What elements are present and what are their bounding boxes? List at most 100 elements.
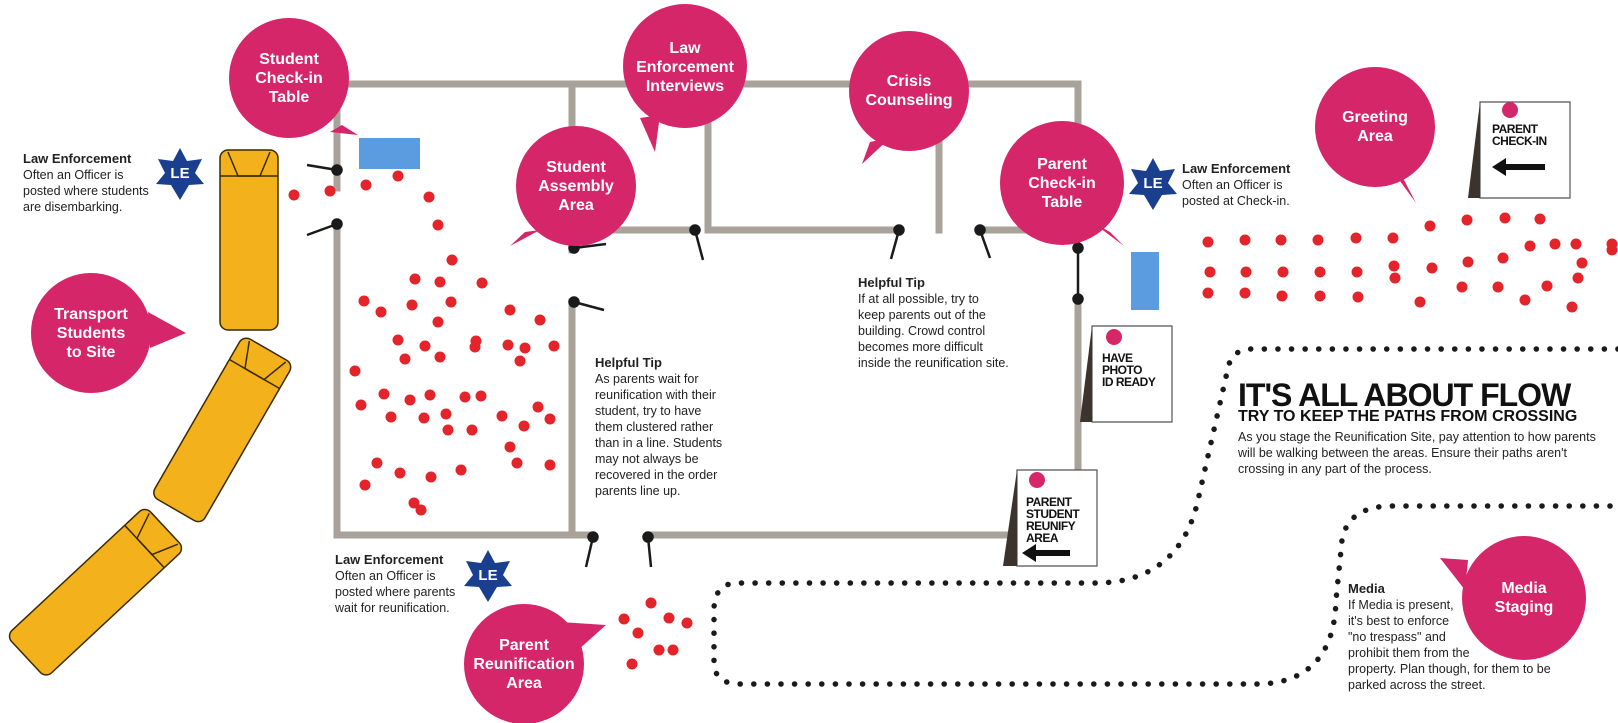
person-dot bbox=[1240, 266, 1252, 278]
bubble-law-enforcement-interviews: Law Enforcement Interviews bbox=[636, 39, 734, 95]
person-dot bbox=[1387, 232, 1399, 244]
person-dot bbox=[418, 412, 430, 424]
person-dot bbox=[406, 299, 418, 311]
person-dot bbox=[424, 389, 436, 401]
person-dot bbox=[288, 189, 300, 201]
person-dot bbox=[409, 273, 421, 285]
person-dot bbox=[514, 355, 526, 367]
person-dot bbox=[455, 464, 467, 476]
person-dot bbox=[518, 420, 530, 432]
person-dot bbox=[445, 296, 457, 308]
person-dot bbox=[419, 340, 431, 352]
person-dot bbox=[360, 179, 372, 191]
note-law-enforcement-bus: Law Enforcement Often an Officer is post… bbox=[23, 151, 173, 215]
person-dot bbox=[476, 277, 488, 289]
bubble-circle-parent-checkin bbox=[1000, 121, 1124, 245]
person-dot bbox=[459, 391, 471, 403]
person-dot bbox=[392, 334, 404, 346]
person-dot bbox=[1277, 266, 1289, 278]
doors bbox=[306, 163, 1084, 568]
person-dot bbox=[1314, 290, 1326, 302]
person-dot bbox=[1204, 266, 1216, 278]
person-dot bbox=[548, 340, 560, 352]
person-dot bbox=[440, 408, 452, 420]
person-dot bbox=[434, 276, 446, 288]
person-dot bbox=[502, 339, 514, 351]
note-body: As parents wait for reunification with t… bbox=[595, 372, 723, 498]
note-law-enforcement-checkin: Law Enforcement Often an Officer is post… bbox=[1182, 161, 1332, 209]
person-dot bbox=[618, 613, 630, 625]
person-dot bbox=[359, 479, 371, 491]
person-dot bbox=[1389, 272, 1401, 284]
note-heading: Helpful Tip bbox=[595, 355, 662, 370]
person-dot bbox=[1497, 252, 1509, 264]
person-dot bbox=[408, 497, 420, 509]
person-dot bbox=[1572, 272, 1584, 284]
person-dot bbox=[1566, 301, 1578, 313]
sign-photo-id bbox=[1080, 325, 1173, 423]
bubble-parent-reunification-area: Parent Reunification Area bbox=[473, 636, 575, 692]
bubble-circle-law-interviews bbox=[623, 4, 747, 128]
person-dot bbox=[632, 627, 644, 639]
person-dot bbox=[394, 467, 406, 479]
note-body: If Media is present, it's best to enforc… bbox=[1348, 598, 1551, 692]
person-dot bbox=[1492, 281, 1504, 293]
bubble-circle-reunification bbox=[464, 604, 584, 723]
person-dot bbox=[1239, 287, 1251, 299]
person-dot bbox=[466, 424, 478, 436]
person-dot bbox=[504, 304, 516, 316]
bubble-tail-reunification bbox=[560, 622, 606, 650]
flow-subtitle: TRY TO KEEP THE PATHS FROM CROSSING bbox=[1238, 408, 1578, 425]
person-dot bbox=[1570, 238, 1582, 250]
person-dot bbox=[1424, 220, 1436, 232]
le-star-3 bbox=[464, 550, 512, 602]
person-dot bbox=[653, 644, 665, 656]
person-dot bbox=[1202, 287, 1214, 299]
person-dot bbox=[544, 413, 556, 425]
bubble-student-checkin-table: Student Check-in Table bbox=[255, 50, 323, 106]
person-dot bbox=[1202, 236, 1214, 248]
student-checkin-table bbox=[359, 138, 420, 169]
bubble-shapes bbox=[31, 4, 1586, 723]
person-dot bbox=[511, 457, 523, 469]
bubble-student-assembly-area: Student Assembly Area bbox=[538, 158, 614, 214]
bubble-tail-crisis bbox=[862, 138, 890, 164]
bubble-media-staging: Media Staging bbox=[1494, 580, 1554, 616]
person-dot bbox=[1351, 266, 1363, 278]
person-dot bbox=[645, 597, 657, 609]
note-body: Often an Officer is posted at Check-in. bbox=[1182, 178, 1290, 208]
note-body: Often an Officer is posted where parents… bbox=[335, 569, 456, 615]
bubble-tail-media bbox=[1440, 558, 1468, 590]
person-dot bbox=[404, 394, 416, 406]
person-dot bbox=[399, 353, 411, 365]
note-law-enforcement-reunification: Law Enforcement Often an Officer is post… bbox=[335, 552, 485, 616]
person-dot bbox=[385, 411, 397, 423]
person-dot bbox=[1534, 213, 1546, 225]
parent-checkin-table bbox=[1131, 252, 1159, 310]
person-dot bbox=[1426, 262, 1438, 274]
person-dot bbox=[475, 390, 487, 402]
person-dot bbox=[469, 341, 481, 353]
person-dot bbox=[324, 185, 336, 197]
person-dot bbox=[1456, 281, 1468, 293]
person-dot bbox=[1462, 256, 1474, 268]
le-star-1 bbox=[156, 148, 204, 200]
person-dot bbox=[1541, 280, 1553, 292]
person-dot bbox=[442, 424, 454, 436]
person-dot bbox=[378, 388, 390, 400]
note-body: Often an Officer is posted where student… bbox=[23, 168, 149, 214]
bubble-circle-greeting bbox=[1315, 67, 1435, 187]
note-heading: Helpful Tip bbox=[858, 275, 925, 290]
sign-parent-checkin bbox=[1468, 101, 1571, 199]
person-dot bbox=[1239, 234, 1251, 246]
bus-2 bbox=[153, 337, 292, 523]
flow-body: As you stage the Reunification Site, pay… bbox=[1238, 430, 1596, 476]
bubble-tail-law-interviews bbox=[640, 115, 660, 152]
person-dot bbox=[1314, 266, 1326, 278]
person-dot bbox=[358, 295, 370, 307]
bubble-circle-assembly bbox=[516, 126, 636, 246]
person-dot bbox=[434, 351, 446, 363]
bubble-greeting-area: Greeting Area bbox=[1342, 109, 1408, 145]
person-dot bbox=[392, 170, 404, 182]
